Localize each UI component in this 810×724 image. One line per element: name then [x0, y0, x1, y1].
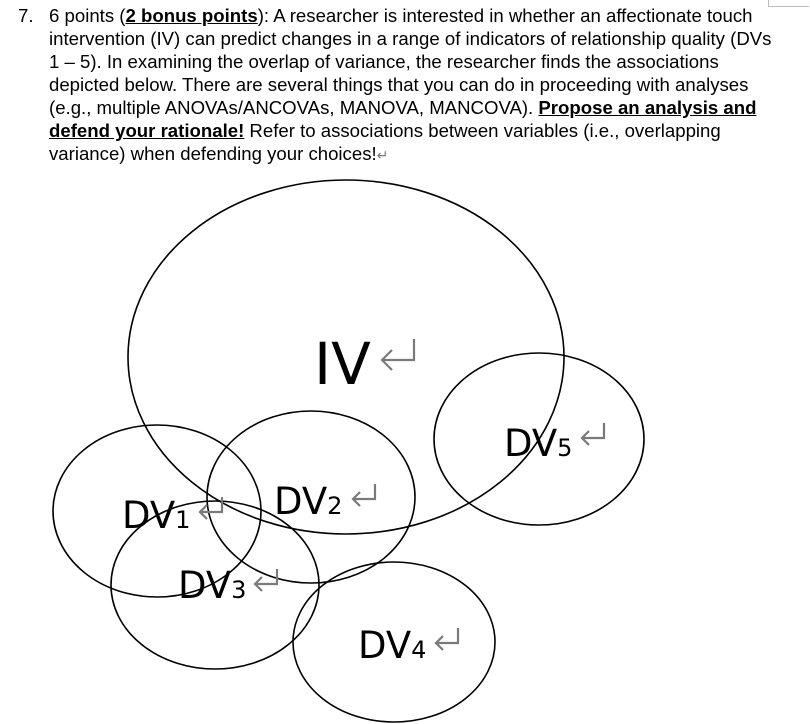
- return-arrow-icon: [580, 423, 606, 446]
- dv4-label-sub: 4: [411, 636, 426, 664]
- dv1-label: DV1: [122, 494, 190, 537]
- dv5-circle: [433, 352, 645, 526]
- dv3-circle: [110, 500, 320, 670]
- bonus-points: 2 bonus points: [125, 5, 258, 26]
- dv4-label: DV4: [358, 624, 426, 667]
- return-arrow-icon: [351, 484, 377, 507]
- paragraph-mark-icon: ↵: [376, 147, 389, 163]
- dv5-label-sub: 5: [557, 434, 572, 462]
- dv2-circle: [206, 410, 416, 584]
- analysis-prompt: Propose an analysis and defend your rati…: [49, 97, 757, 141]
- return-arrow-icon: [380, 339, 416, 371]
- dv3-label-main: DV: [178, 564, 231, 607]
- dv3-label-sub: 3: [231, 576, 246, 604]
- dv1-label-main: DV: [122, 494, 175, 537]
- question-number: 7.: [18, 5, 34, 26]
- return-arrow-icon: [253, 569, 279, 592]
- dv1-circle: [52, 424, 262, 598]
- dv1-label-sub: 1: [175, 506, 190, 534]
- dv2-label-sub: 2: [327, 492, 342, 520]
- page-corner-mark: [768, 0, 809, 7]
- question-text: 6 points (2 bonus points): A researcher …: [49, 4, 778, 167]
- dv5-label: DV5: [504, 422, 572, 465]
- question-closing: Refer to associations between variables …: [49, 120, 721, 164]
- points-text: 6 points (: [49, 5, 126, 26]
- dv2-label: DV2: [274, 480, 342, 523]
- iv-label: IV: [314, 330, 371, 398]
- question-body: ): A researcher is interested in whether…: [49, 5, 772, 118]
- dv5-label-main: DV: [504, 422, 557, 465]
- question-7: 7. 6 points (2 bonus points): A research…: [18, 4, 778, 167]
- return-arrow-icon: [198, 497, 224, 520]
- iv-circle: [127, 179, 565, 535]
- dv4-label-main: DV: [358, 624, 411, 667]
- dv4-circle: [292, 561, 496, 723]
- return-arrow-icon: [434, 628, 460, 651]
- dv2-label-main: DV: [274, 480, 327, 523]
- dv3-label: DV3: [178, 564, 246, 607]
